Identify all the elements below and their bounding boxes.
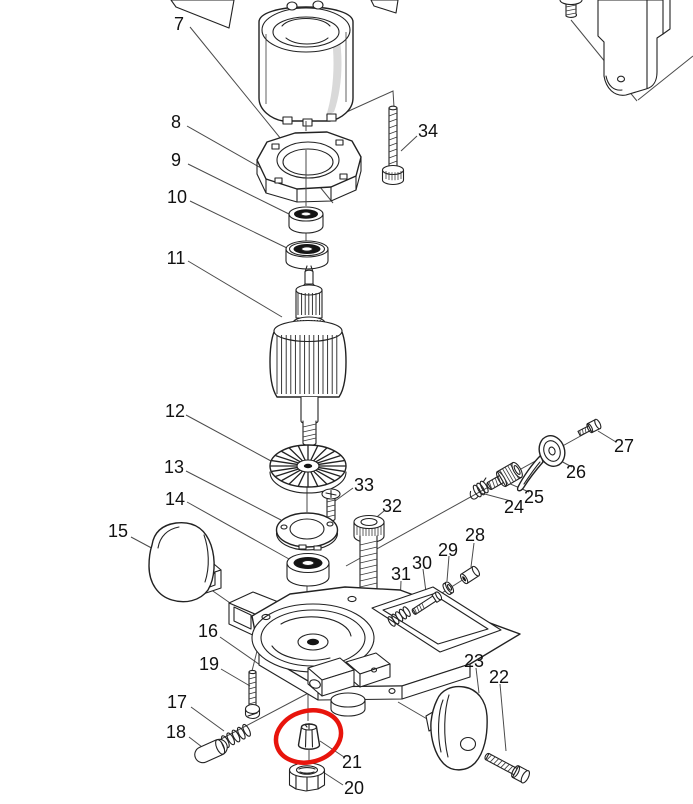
callout-28: 28 bbox=[465, 525, 485, 545]
callout-leader-lines bbox=[130, 26, 617, 786]
callout-19: 19 bbox=[199, 654, 219, 674]
cutoff-bracket-top-right bbox=[597, 0, 671, 96]
part-23-knob bbox=[425, 685, 488, 771]
part-34-screw bbox=[381, 105, 405, 186]
cutoff-screw-top-right bbox=[559, 0, 583, 18]
callout-23: 23 bbox=[464, 651, 484, 671]
callout-13: 13 bbox=[164, 457, 184, 477]
callout-33: 33 bbox=[354, 475, 374, 495]
callout-31: 31 bbox=[391, 564, 411, 584]
part-14-bearing bbox=[286, 552, 330, 587]
callout-26: 26 bbox=[566, 462, 586, 482]
callout-20: 20 bbox=[344, 778, 364, 798]
part-12-fan bbox=[269, 444, 347, 494]
part-26-lever bbox=[516, 435, 566, 492]
part-13-baffle-plate bbox=[275, 512, 339, 551]
callout-17: 17 bbox=[167, 692, 187, 712]
part-18-pin bbox=[194, 738, 228, 764]
callout-25: 25 bbox=[524, 487, 544, 507]
part-21-collet-cone bbox=[297, 723, 321, 750]
callout-21: 21 bbox=[342, 752, 362, 772]
callout-34: 34 bbox=[418, 121, 438, 141]
callout-29: 29 bbox=[438, 540, 458, 560]
highlight-ellipse bbox=[273, 708, 344, 765]
part-7-stator bbox=[258, 0, 354, 127]
part-16-housing bbox=[228, 586, 521, 717]
callout-18: 18 bbox=[166, 722, 186, 742]
part-25-bolt bbox=[486, 461, 523, 491]
callout-9: 9 bbox=[171, 150, 181, 170]
part-15-knob bbox=[148, 521, 222, 603]
part-19-screw bbox=[244, 669, 261, 720]
part-17-spring bbox=[221, 723, 251, 749]
part-27-screw bbox=[577, 418, 602, 437]
callout-8: 8 bbox=[171, 112, 181, 132]
part-30-pin bbox=[411, 591, 443, 615]
part-24-spring-clip bbox=[469, 477, 489, 500]
part-9-bearing bbox=[288, 206, 324, 234]
part-29-ring bbox=[442, 581, 455, 595]
callout-30: 30 bbox=[412, 553, 432, 573]
part-28-sleeve bbox=[459, 565, 481, 585]
cutoff-shard-top-center bbox=[370, 0, 399, 14]
callout-32: 32 bbox=[382, 496, 402, 516]
callout-7: 7 bbox=[174, 14, 184, 34]
part-11-armature bbox=[269, 265, 347, 447]
callout-labels: 7 8 9 10 11 12 13 14 15 16 17 18 19 20 2… bbox=[108, 14, 634, 798]
callout-24: 24 bbox=[504, 497, 524, 517]
callout-16: 16 bbox=[198, 621, 218, 641]
callout-27: 27 bbox=[614, 436, 634, 456]
callout-10: 10 bbox=[167, 187, 187, 207]
part-32-bolt bbox=[353, 514, 385, 592]
callout-14: 14 bbox=[165, 489, 185, 509]
part-22-screw bbox=[484, 752, 531, 784]
part-10-bearing bbox=[285, 240, 329, 270]
callout-15: 15 bbox=[108, 521, 128, 541]
part-8-ring bbox=[256, 131, 362, 203]
callout-22: 22 bbox=[489, 667, 509, 687]
part-20-collet-nut bbox=[288, 762, 326, 792]
callout-11: 11 bbox=[167, 248, 186, 268]
callout-12: 12 bbox=[165, 401, 185, 421]
part-31-spring bbox=[387, 606, 411, 627]
cutoff-plate-top-left bbox=[170, 0, 235, 29]
